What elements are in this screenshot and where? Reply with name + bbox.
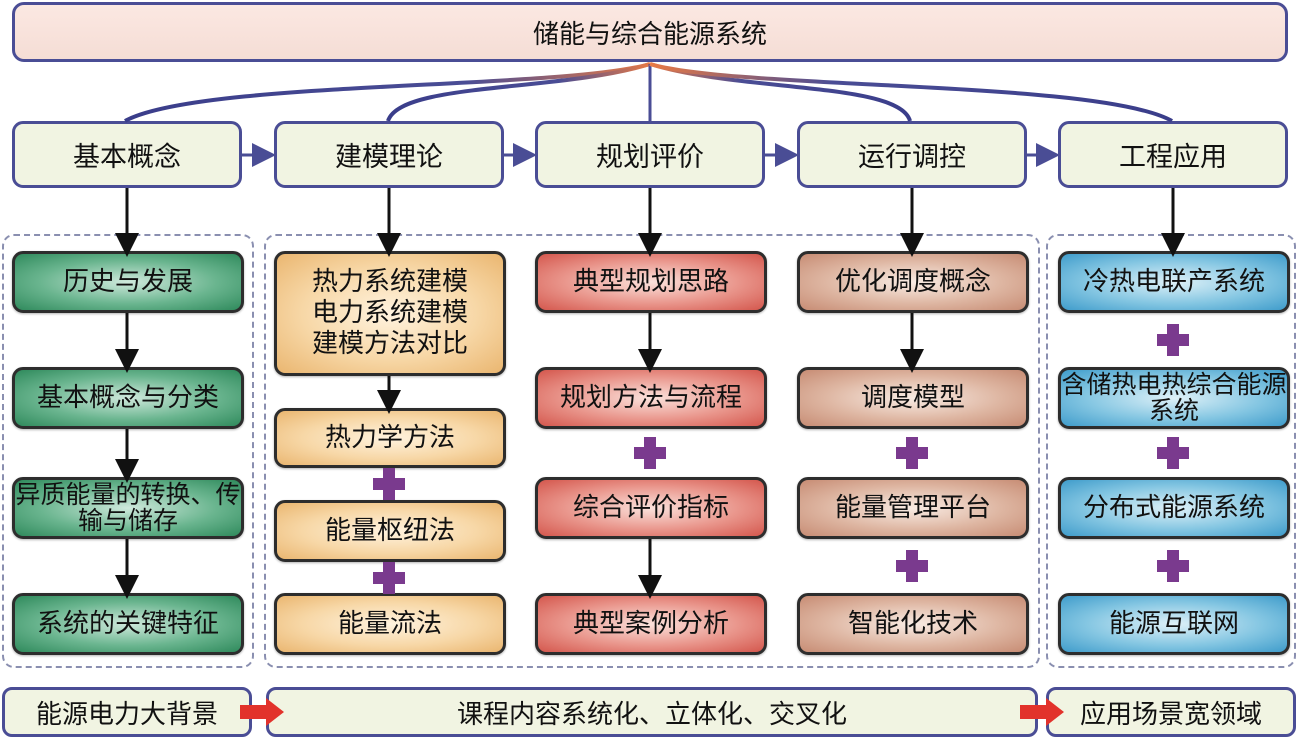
main-title: 储能与综合能源系统 [532,19,767,50]
topic-node: 能量流法 [274,593,506,655]
bottom-left-box: 能源电力大背景 [2,687,252,737]
topic-label: 含储热电热综合能源系统 [1061,369,1287,425]
bottom-center-box: 课程内容系统化、立体化、交叉化 [266,687,1038,737]
bottom-right-box: 应用场景宽领域 [1046,687,1296,737]
topic-label: 冷热电联产系统 [1082,266,1265,297]
topic-label: 系统的关键特征 [36,608,219,639]
topic-label: 智能化技术 [847,608,978,639]
tree-curve-2 [386,62,651,122]
tree-curve-1 [124,62,651,123]
topic-node: 基本概念与分类 [12,367,244,429]
topic-label: 能量管理平台 [834,492,991,523]
topic-label: 能量枢纽法 [324,515,455,546]
topic-node: 分布式能源系统 [1058,477,1290,539]
topic-node: 综合评价指标 [535,477,767,539]
topic-label: 典型案例分析 [572,608,729,639]
topic-node: 能量管理平台 [797,477,1029,539]
bottom-right-label: 应用场景宽领域 [1079,699,1262,730]
tree-curve-5 [649,62,1173,123]
topic-label: 能量流法 [337,608,442,639]
topic-node: 异质能量的转换、传输与储存 [12,477,244,539]
plus-icon [896,437,928,469]
topic-node: 含储热电热综合能源系统 [1058,367,1290,429]
topic-label: 历史与发展 [62,266,193,297]
category-modeling-theory: 建模理论 [274,121,504,188]
category-label: 运行调控 [858,142,966,173]
topic-label: 能源互联网 [1108,608,1239,639]
category-basic-concepts: 基本概念 [12,121,242,188]
topic-label: 异质能量的转换、传输与储存 [15,479,241,535]
topic-label: 优化调度概念 [834,266,991,297]
red-arrow-icon [1020,698,1064,726]
plus-icon [1157,324,1189,356]
topic-label: 热力学方法 [324,422,455,453]
topic-node: 优化调度概念 [797,251,1029,313]
plus-icon [896,550,928,582]
bottom-left-label: 能源电力大背景 [35,699,218,730]
plus-icon [373,561,405,594]
plus-icon [634,437,666,469]
topic-node: 热力系统建模 电力系统建模 建模方法对比 [274,251,506,376]
topic-node: 调度模型 [797,367,1029,429]
topic-node: 历史与发展 [12,251,244,313]
topic-label: 规划方法与流程 [559,382,742,413]
topic-node: 热力学方法 [274,408,506,468]
topic-node: 智能化技术 [797,593,1029,655]
category-label: 基本概念 [73,142,181,173]
plus-icon [1157,550,1189,582]
topic-label: 典型规划思路 [572,266,729,297]
topic-label: 综合评价指标 [572,492,729,523]
bottom-center-label: 课程内容系统化、立体化、交叉化 [456,699,847,730]
topic-node: 冷热电联产系统 [1058,251,1290,313]
category-label: 建模理论 [335,142,443,173]
topic-label: 分布式能源系统 [1082,492,1265,523]
category-label: 工程应用 [1119,142,1227,173]
plus-icon [1157,437,1189,469]
topic-node: 能源互联网 [1058,593,1290,655]
topic-node: 规划方法与流程 [535,367,767,429]
topic-node: 能量枢纽法 [274,500,506,562]
topic-label: 调度模型 [860,382,965,413]
red-arrow-icon [240,698,284,726]
topic-label: 热力系统建模 电力系统建模 建模方法对比 [311,266,468,360]
main-title-box: 储能与综合能源系统 [12,2,1288,62]
plus-icon [373,468,405,500]
category-planning-evaluation: 规划评价 [535,121,765,188]
category-operation-control: 运行调控 [797,121,1027,188]
category-engineering-application: 工程应用 [1058,121,1288,188]
topic-node: 系统的关键特征 [12,593,244,655]
topic-label: 基本概念与分类 [36,382,219,413]
category-label: 规划评价 [596,142,704,173]
